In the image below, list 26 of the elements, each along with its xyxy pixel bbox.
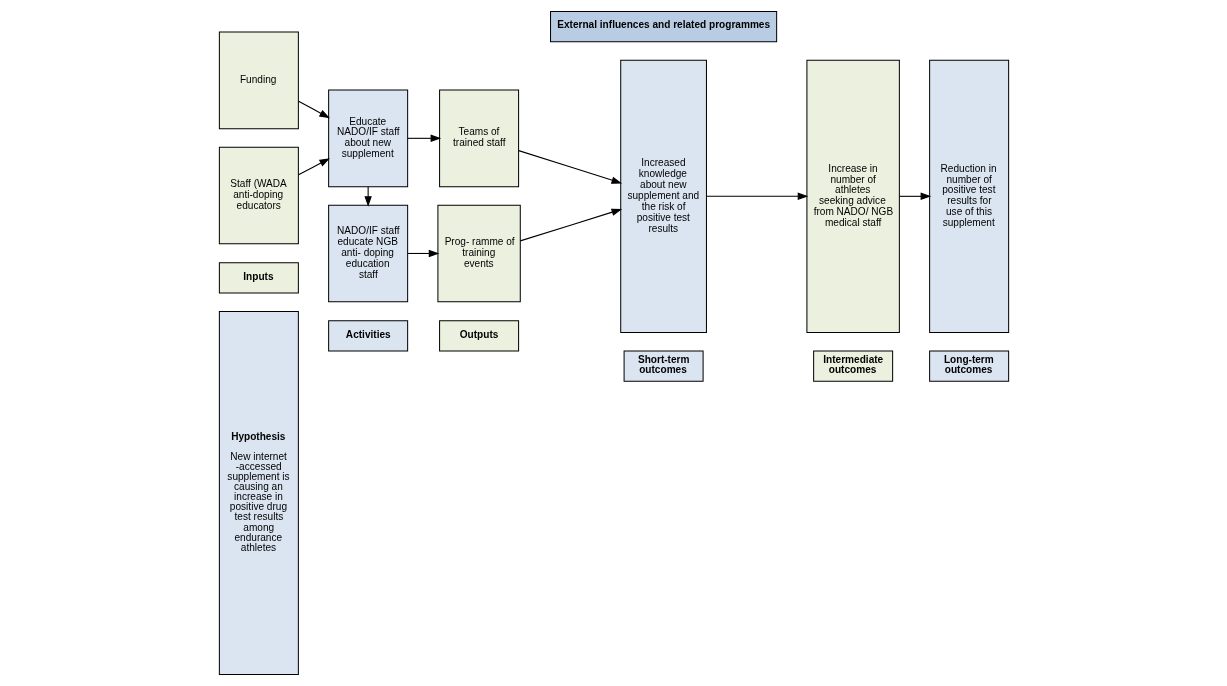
node-box: Outputs: [438, 320, 519, 352]
arrow: [406, 134, 441, 143]
arrow: [363, 186, 372, 207]
arrow: [406, 249, 439, 258]
arrow: [898, 192, 931, 201]
arrow: [297, 158, 330, 176]
node-box: Teams of trained staff: [438, 89, 519, 188]
arrow: [517, 150, 622, 184]
node-box: External influences and related programmes: [549, 10, 777, 43]
node-box: Increased knowledge about new supplement and the risk of positive test results: [619, 59, 707, 333]
node-box: Funding: [218, 31, 299, 130]
node-box: Long-term outcomes: [928, 350, 1009, 382]
node-box: Hypothesis New internet -accessed supplement is causing an increase in positive drug test results among endurance athletes: [218, 310, 299, 676]
node-box: Intermediate outcomes: [812, 350, 893, 382]
arrow: [519, 208, 622, 242]
node-box: Increase in number of athletes seeking advice from NADO/ NGB medical staff: [805, 59, 900, 333]
node-box: Inputs: [218, 262, 299, 294]
node-box: Prog- ramme of training events: [436, 204, 521, 303]
node-box: Staff (WADA anti-doping educators: [218, 146, 299, 245]
node-box: Short-term outcomes: [623, 350, 704, 382]
arrow: [297, 100, 330, 119]
arrow: [705, 192, 808, 201]
node-box: Reduction in number of positive test results for use of this supplement: [928, 59, 1009, 333]
node-box: Educate NADO/IF staff about new supplement: [327, 89, 408, 188]
node-box: NADO/IF staff educate NGB anti- doping education staff: [327, 204, 408, 303]
node-box: Activities: [327, 320, 408, 352]
